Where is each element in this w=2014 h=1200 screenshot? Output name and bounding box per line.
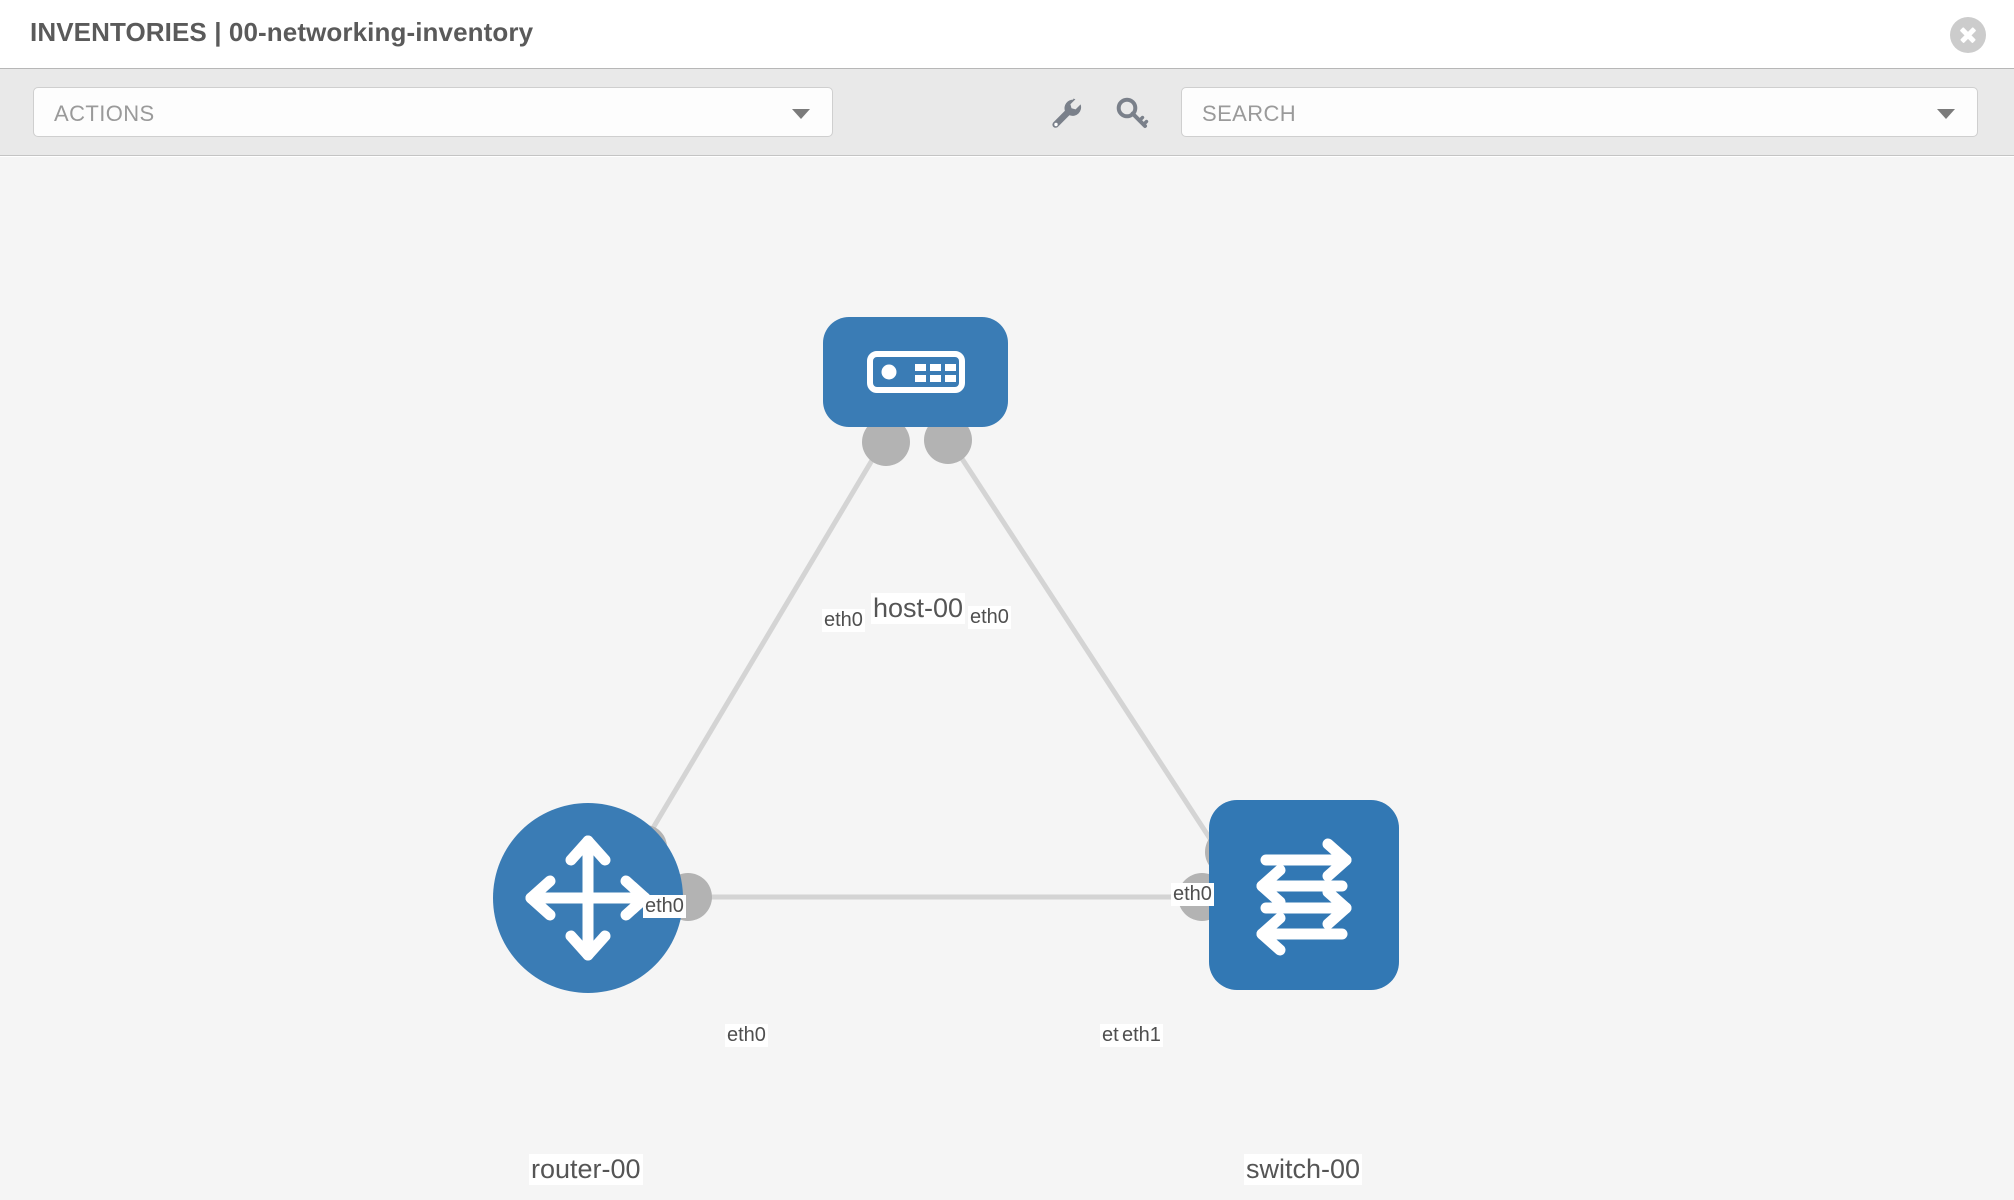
search-placeholder: SEARCH (1202, 101, 1297, 126)
link-host-switch (937, 423, 1225, 859)
endpoint-host-left (862, 418, 910, 466)
page-title: INVENTORIES | 00-networking-inventory (30, 17, 534, 47)
interface-label-router-uplink: eth0 (643, 895, 686, 918)
interface-label-router-right: eth0 (725, 1024, 768, 1047)
search-input[interactable]: SEARCH (1181, 87, 1978, 137)
toolbar: ACTIONS SEARCH (0, 69, 2014, 156)
interface-label-switch-left-over: eth1 (1120, 1024, 1163, 1047)
chevron-down-icon[interactable] (1937, 109, 1955, 119)
key-icon[interactable] (1114, 95, 1150, 131)
interface-label-host-right: eth0 (968, 606, 1011, 629)
node-label-switch-00: switch-00 (1244, 1154, 1363, 1186)
actions-dropdown[interactable]: ACTIONS (33, 87, 833, 137)
node-label-host-00: host-00 (871, 593, 966, 625)
actions-dropdown-label: ACTIONS (54, 101, 155, 126)
topology-canvas[interactable]: host-00 router-00 switch-00 eth0 eth0 et… (0, 157, 2014, 1200)
close-icon[interactable] (1950, 17, 1986, 53)
server-icon (867, 351, 965, 393)
link-host-router (622, 423, 896, 877)
endpoint-host-right (924, 416, 972, 464)
interface-label-host-left: eth0 (822, 609, 865, 632)
switch-icon (1256, 838, 1352, 956)
interface-label-switch-uplink: eth0 (1171, 883, 1214, 906)
topology-node-switch-00[interactable] (1209, 800, 1399, 990)
wrench-icon[interactable] (1048, 95, 1084, 131)
chevron-down-icon (792, 109, 810, 119)
link-endpoints (623, 416, 1253, 921)
topology-node-router-00[interactable] (493, 803, 683, 993)
topology-links-layer (622, 416, 1253, 921)
node-label-router-00: router-00 (529, 1154, 643, 1186)
page-header: INVENTORIES | 00-networking-inventory (0, 0, 2014, 69)
topology-node-host-00[interactable] (823, 317, 1008, 427)
